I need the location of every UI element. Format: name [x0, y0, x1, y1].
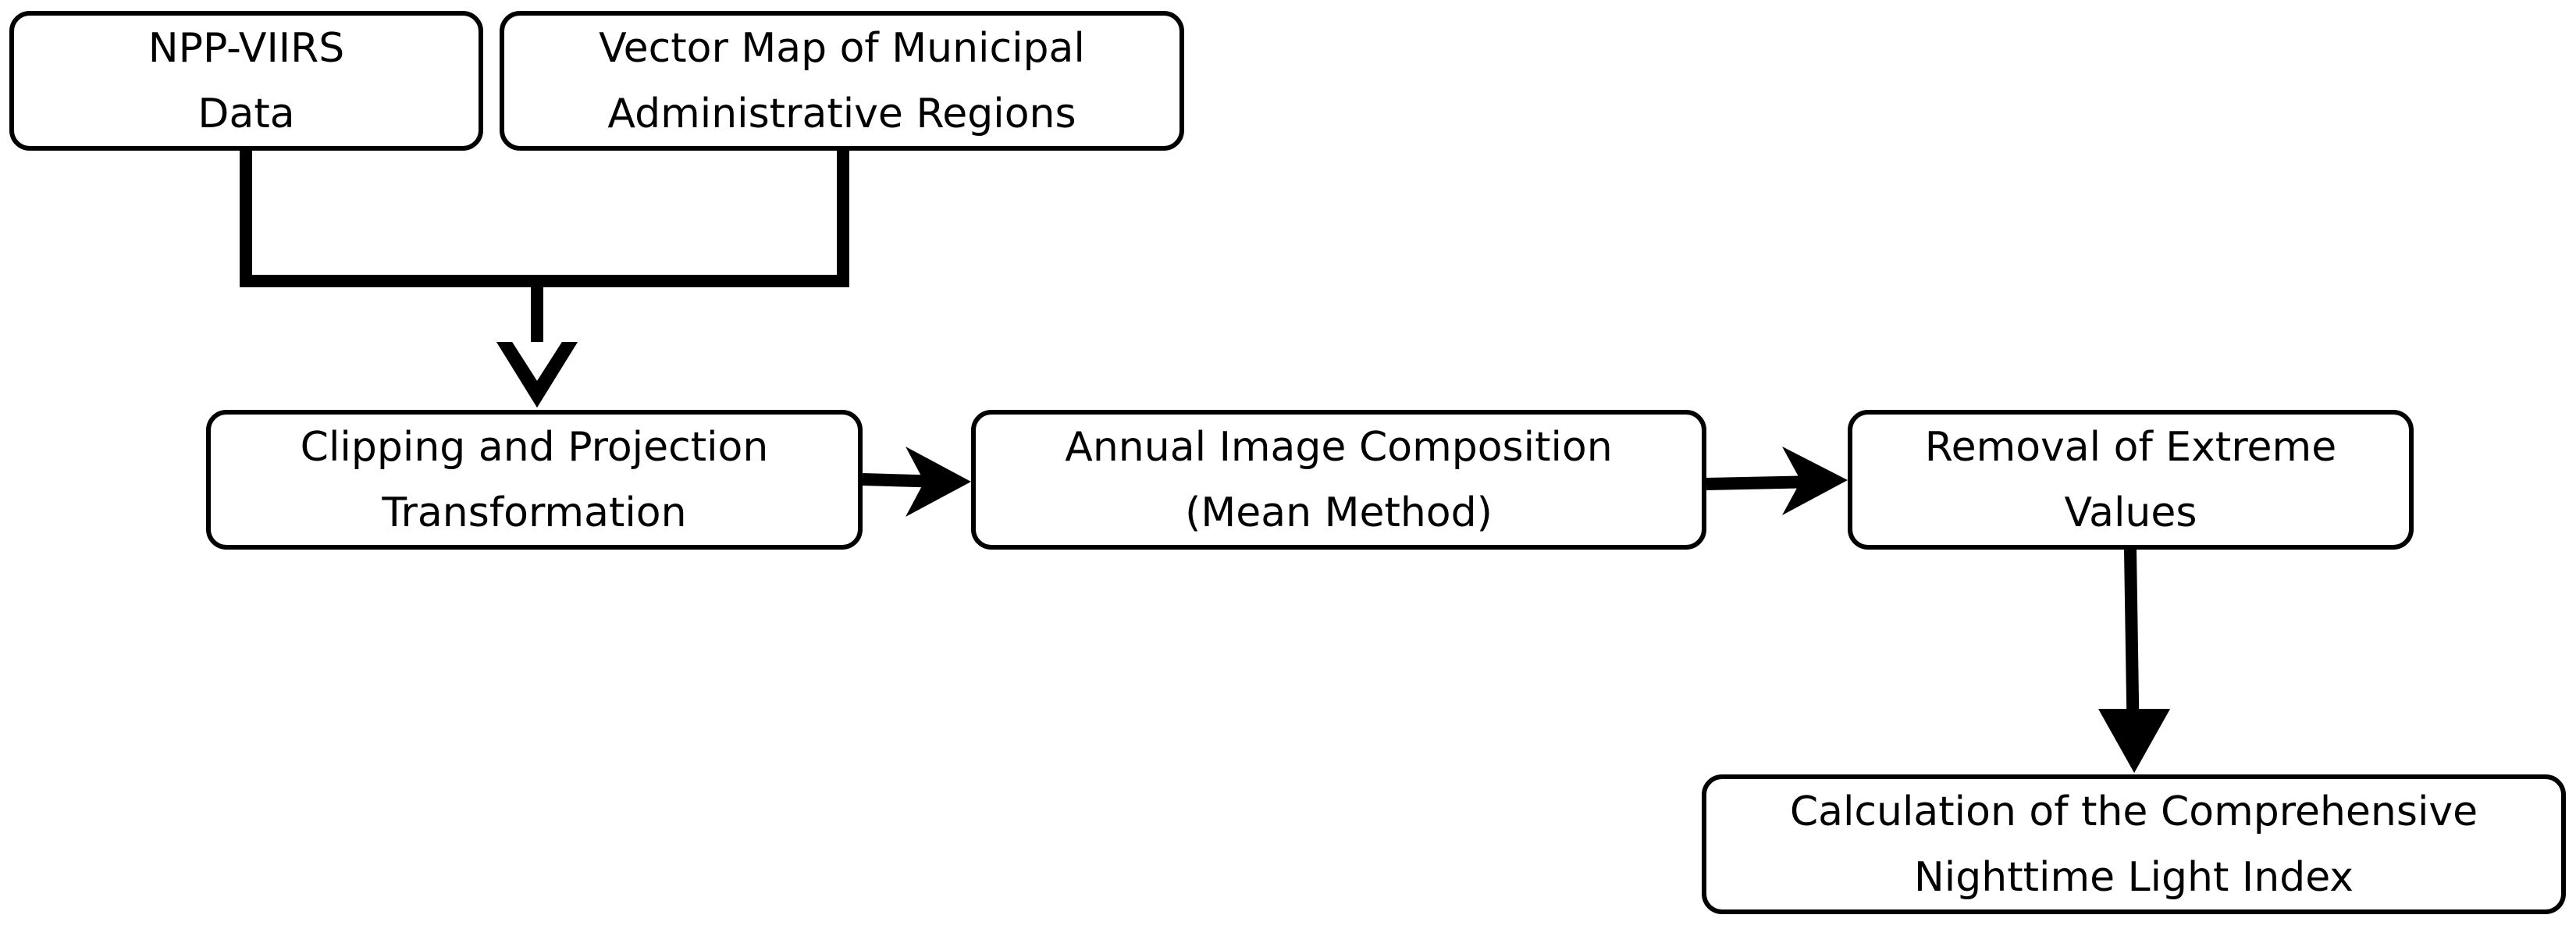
node-removal-extreme-values: Removal of Extreme Values — [1848, 410, 2414, 550]
node-vector-map: Vector Map of Municipal Administrative R… — [500, 11, 1184, 151]
node-label-line: Removal of Extreme — [1924, 423, 2337, 471]
connector-merge — [240, 151, 849, 287]
node-label-line: Clipping and Projection — [300, 423, 769, 471]
node-label-line: Nighttime Light Index — [1913, 853, 2354, 901]
node-label-line: Data — [197, 90, 295, 137]
arrowhead-to-clipping-cut — [512, 342, 562, 381]
node-label-line: NPP-VIIRS — [148, 24, 345, 72]
node-label-line: Annual Image Composition — [1065, 423, 1613, 471]
connector-annual-removal — [1706, 475, 1820, 490]
node-label-line: Vector Map of Municipal — [599, 24, 1085, 72]
node-label-line: (Mean Method) — [1185, 489, 1493, 536]
node-label-line: Values — [2064, 489, 2197, 536]
node-label-line: Transformation — [382, 489, 687, 536]
node-label-line: Administrative Regions — [607, 90, 1076, 137]
node-npp-viirs-data: NPP-VIIRS Data — [9, 11, 483, 151]
node-label-line: Calculation of the Comprehensive — [1789, 788, 2478, 835]
arrowhead-to-removal — [1782, 447, 1848, 515]
arrowhead-to-clipping-fill — [496, 342, 578, 408]
arrowhead-to-annual — [906, 447, 971, 517]
arrowhead-to-calculation-fill — [2098, 709, 2170, 773]
node-calculation-index: Calculation of the Comprehensive Nightti… — [1702, 774, 2566, 914]
node-clipping-projection: Clipping and Projection Transformation — [206, 410, 863, 550]
node-annual-composition: Annual Image Composition (Mean Method) — [971, 410, 1706, 550]
